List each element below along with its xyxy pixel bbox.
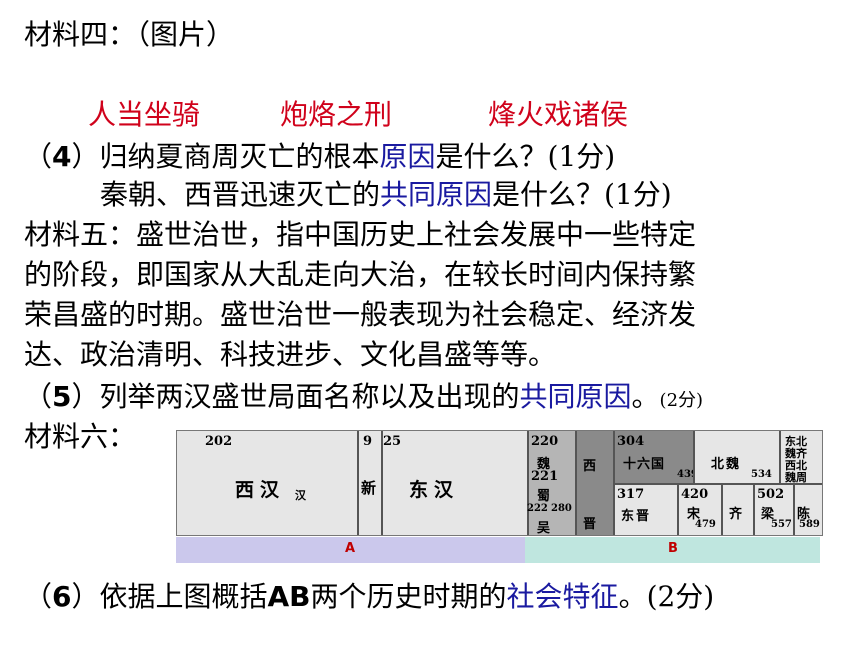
timeline-cell-chen xyxy=(793,483,822,535)
question-4-line-2: 秦朝、西晋迅速灭亡的共同原因是什么？(1分) xyxy=(100,178,672,211)
question-5-keyword: 共同原因 xyxy=(519,380,632,413)
dynasty-jin: 晋 xyxy=(583,517,597,532)
dynasty-liang: 梁 xyxy=(761,507,775,522)
question-4-keyword-2: 共同原因 xyxy=(380,178,493,211)
question-6-number: 6 xyxy=(52,580,72,613)
dynasty-western-han: 西汉 xyxy=(235,479,286,501)
label-wei-qi: 魏齐 xyxy=(785,447,807,460)
year-9: 9 xyxy=(363,434,373,449)
year-202: 202 xyxy=(205,434,233,449)
material5-line-4: 达、政治清明、科技进步、文化昌盛等等。 xyxy=(24,338,557,371)
dynasty-wu: 吴 xyxy=(537,521,551,536)
year-304: 304 xyxy=(617,434,645,449)
question-4-line-1: （4）归纳夏商周灭亡的根本原因是什么？(1分) xyxy=(24,140,616,173)
timeline-cell-northern-wei xyxy=(693,431,781,483)
timeline-cell-western-han xyxy=(177,431,357,535)
dynasty-eastern-jin: 东晋 xyxy=(621,509,652,524)
year-502: 502 xyxy=(757,487,785,502)
year-420: 420 xyxy=(681,487,709,502)
year-317: 317 xyxy=(617,487,645,502)
question-5: （5）列举两汉盛世局面名称以及出现的共同原因。(2分) xyxy=(24,380,704,413)
question-5-points: (2分) xyxy=(659,390,704,411)
question-6-keyword: 社会特征 xyxy=(506,580,619,613)
year-439: 439 xyxy=(677,469,698,480)
label-east-north: 东北 xyxy=(785,435,807,448)
timeline-cell-western-jin xyxy=(575,431,615,535)
year-280: 280 xyxy=(551,503,572,514)
label-wei-zhou: 魏周 xyxy=(785,471,807,484)
dynasty-sixteen-kingdoms: 十六国 xyxy=(623,457,666,472)
timeline-cell-eastern-western-wei xyxy=(779,431,822,483)
question-6-ab: AB xyxy=(267,580,311,613)
material5-line-1: 材料五：盛世治世，指中国历史上社会发展中一些特定 xyxy=(24,218,697,251)
material5-line-2: 的阶段，即国家从大乱走向大治，在较长时间内保持繁 xyxy=(24,258,697,291)
year-479: 479 xyxy=(695,519,716,530)
dynasty-xi: 西 xyxy=(583,459,597,474)
dynasty-song: 宋 xyxy=(687,507,701,522)
period-a-label: A xyxy=(345,541,356,556)
year-221: 221 xyxy=(531,469,559,484)
year-220: 220 xyxy=(531,434,559,449)
year-25: 25 xyxy=(383,434,402,449)
dynasty-shu: 蜀 xyxy=(537,489,551,504)
picture-caption-2: 炮烙之刑 xyxy=(280,98,393,131)
year-589: 589 xyxy=(799,519,820,530)
question-6: （6）依据上图概括AB两个历史时期的社会特征。(2分) xyxy=(24,580,715,613)
timeline-cell-qi xyxy=(721,483,755,535)
question-4-number: 4 xyxy=(52,140,72,173)
year-534: 534 xyxy=(751,469,772,480)
period-b-label: B xyxy=(668,541,678,556)
timeline-cell-eastern-han xyxy=(381,431,529,535)
material5-line-3: 荣昌盛的时期。盛世治世一般表现为社会稳定、经济发 xyxy=(24,298,697,331)
picture-caption-1: 人当坐骑 xyxy=(88,98,201,131)
timeline-cell-liang xyxy=(753,483,795,535)
dynasty-timeline-image: 202 西汉 汉 9 新 25 东汉 220 魏 221 蜀 222 280 吴… xyxy=(176,430,823,536)
timeline-cell-xin xyxy=(357,431,383,535)
timeline-cell-eastern-jin xyxy=(613,483,679,535)
dynasty-qi: 齐 xyxy=(729,507,743,522)
label-han: 汉 xyxy=(295,489,306,502)
year-557: 557 xyxy=(771,519,792,530)
period-bar-b: B xyxy=(525,537,820,563)
dynasty-xin: 新 xyxy=(361,479,383,497)
dynasty-wei: 魏 xyxy=(537,457,551,472)
timeline-cell-song xyxy=(677,483,723,535)
timeline-cell-three-kingdoms xyxy=(527,431,577,535)
dynasty-northern-wei: 北魏 xyxy=(711,457,742,472)
material4-title: 材料四：（图片） xyxy=(24,18,235,51)
period-bar-a: A xyxy=(176,537,525,563)
question-4-keyword: 原因 xyxy=(379,140,436,173)
year-222: 222 xyxy=(527,503,548,514)
question-5-number: 5 xyxy=(52,380,72,413)
material6-title: 材料六： xyxy=(24,420,137,453)
dynasty-chen: 陈 xyxy=(797,507,811,522)
timeline-cell-sixteen-kingdoms xyxy=(613,431,695,483)
dynasty-eastern-han: 东汉 xyxy=(409,479,460,501)
picture-caption-3: 烽火戏诸侯 xyxy=(488,98,629,131)
label-west-north: 西北 xyxy=(785,459,807,472)
